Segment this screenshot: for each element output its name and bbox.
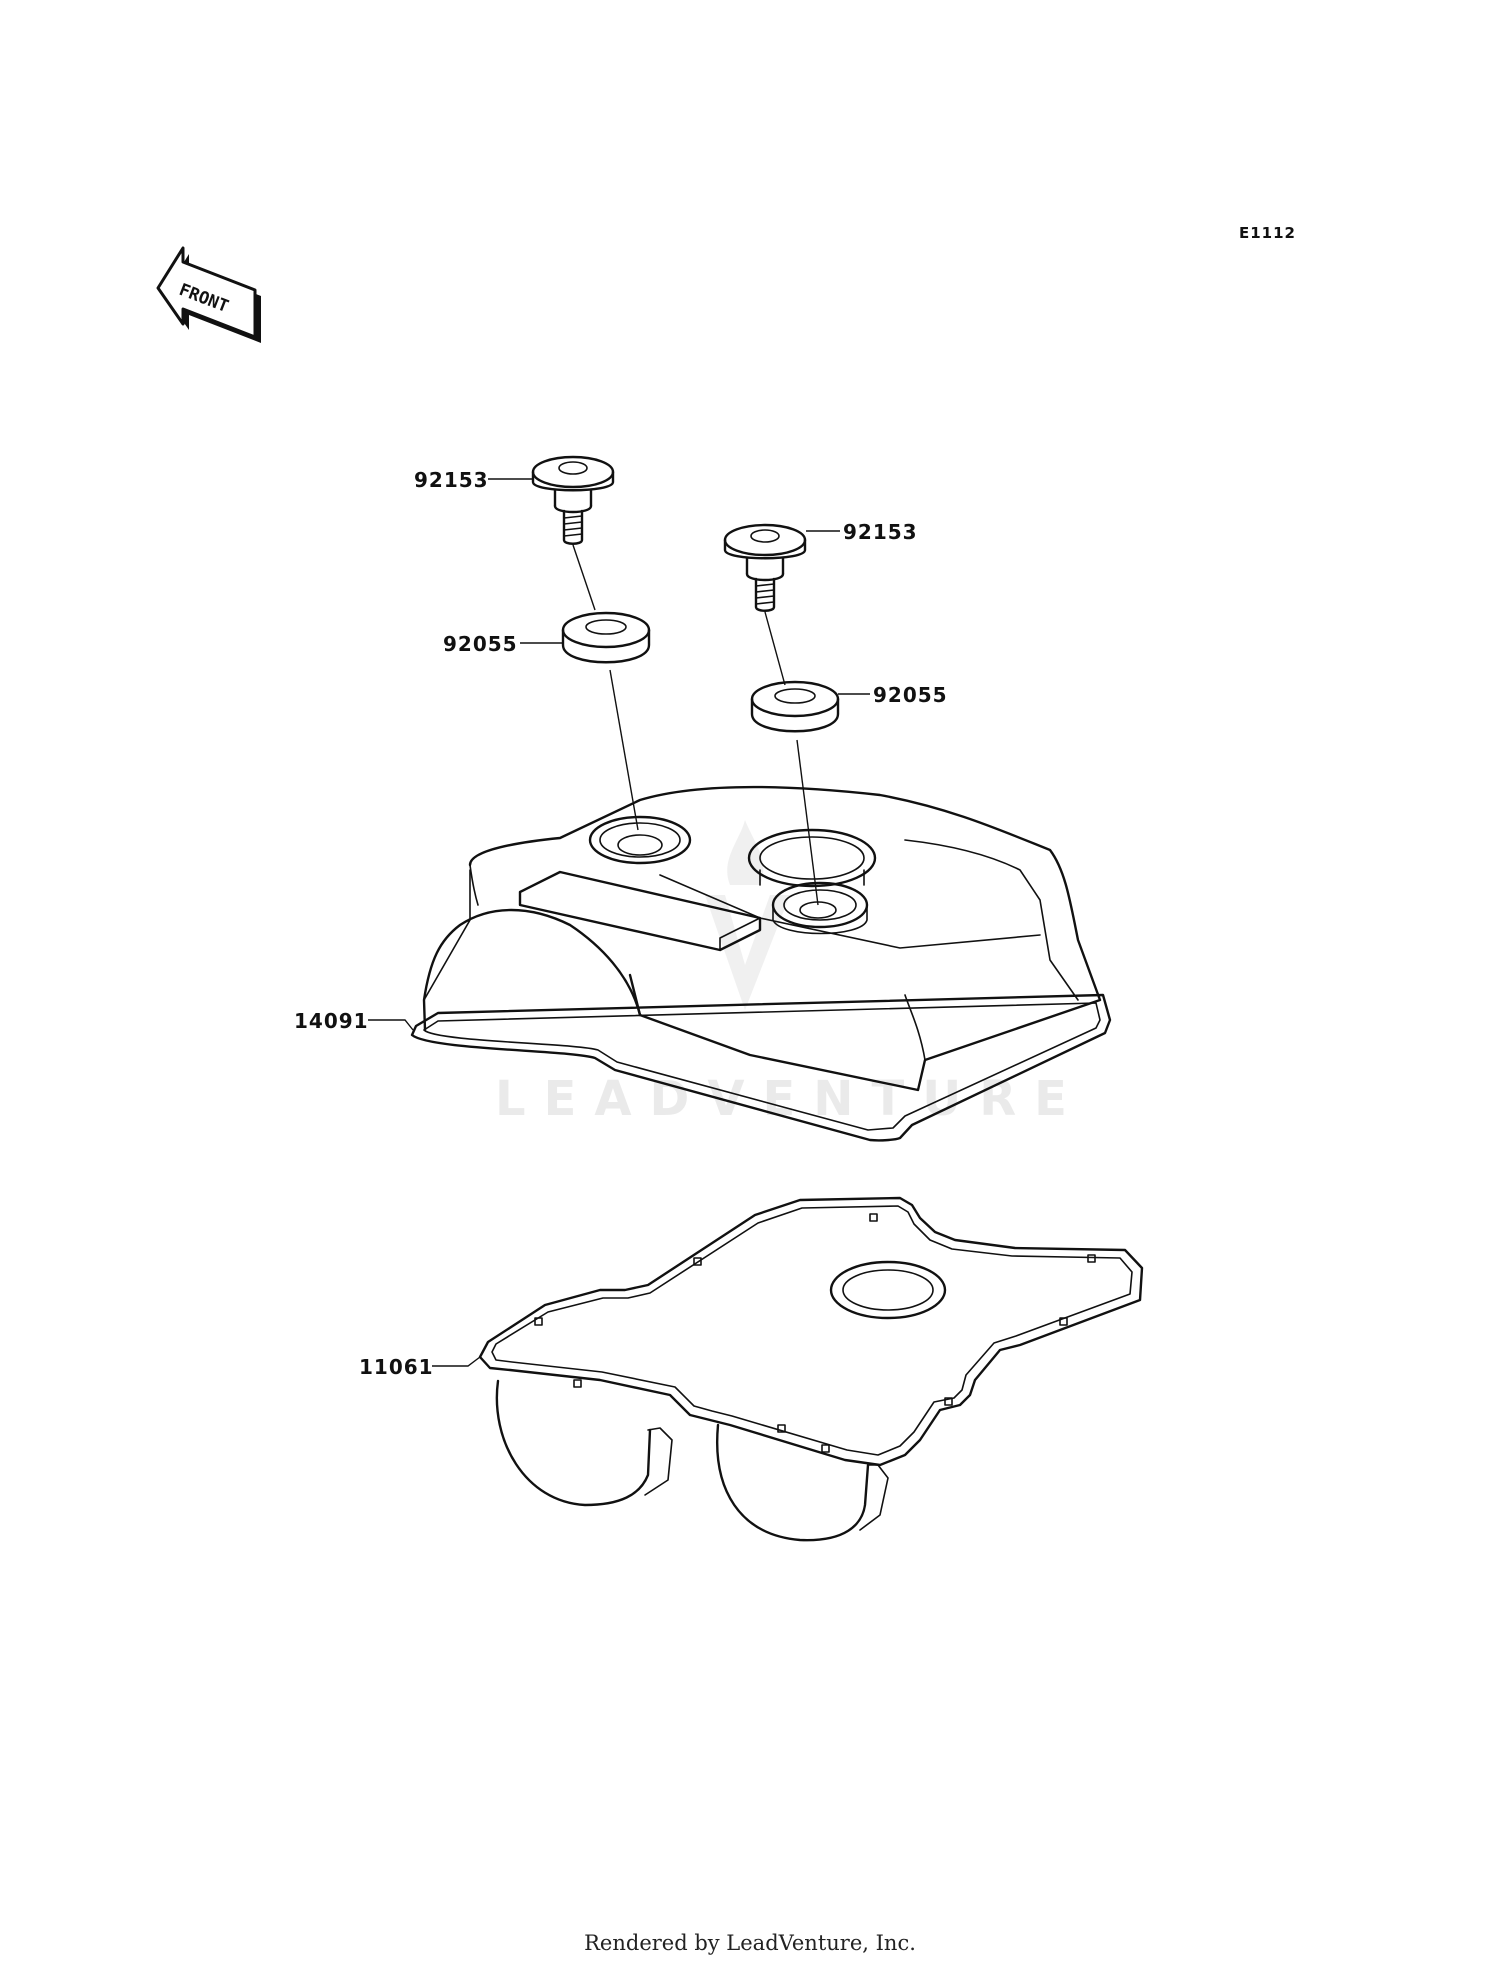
gasket[interactable] [478, 1196, 1144, 1542]
callout-92055-left: 92055 [443, 632, 518, 656]
bolt-right[interactable] [723, 523, 807, 612]
callout-92153-left: 92153 [414, 468, 489, 492]
diagram-code: E1112 [1239, 224, 1296, 242]
footer-credit: Rendered by LeadVenture, Inc. [584, 1931, 916, 1955]
callout-14091: 14091 [294, 1009, 369, 1033]
front-arrow-icon: FRONT [156, 246, 261, 343]
watermark-text: LEADVENTURE [495, 1071, 1085, 1127]
grommet-right[interactable] [750, 680, 840, 733]
callout-92153-right: 92153 [843, 520, 918, 544]
leadventure-watermark: LEADVENTURE [495, 820, 1085, 1127]
callout-11061: 11061 [359, 1355, 434, 1379]
cylinder-head-cover[interactable] [410, 785, 1112, 1142]
bolt-left[interactable] [531, 455, 615, 545]
grommet-left[interactable] [561, 611, 651, 664]
callout-92055-right: 92055 [873, 683, 948, 707]
